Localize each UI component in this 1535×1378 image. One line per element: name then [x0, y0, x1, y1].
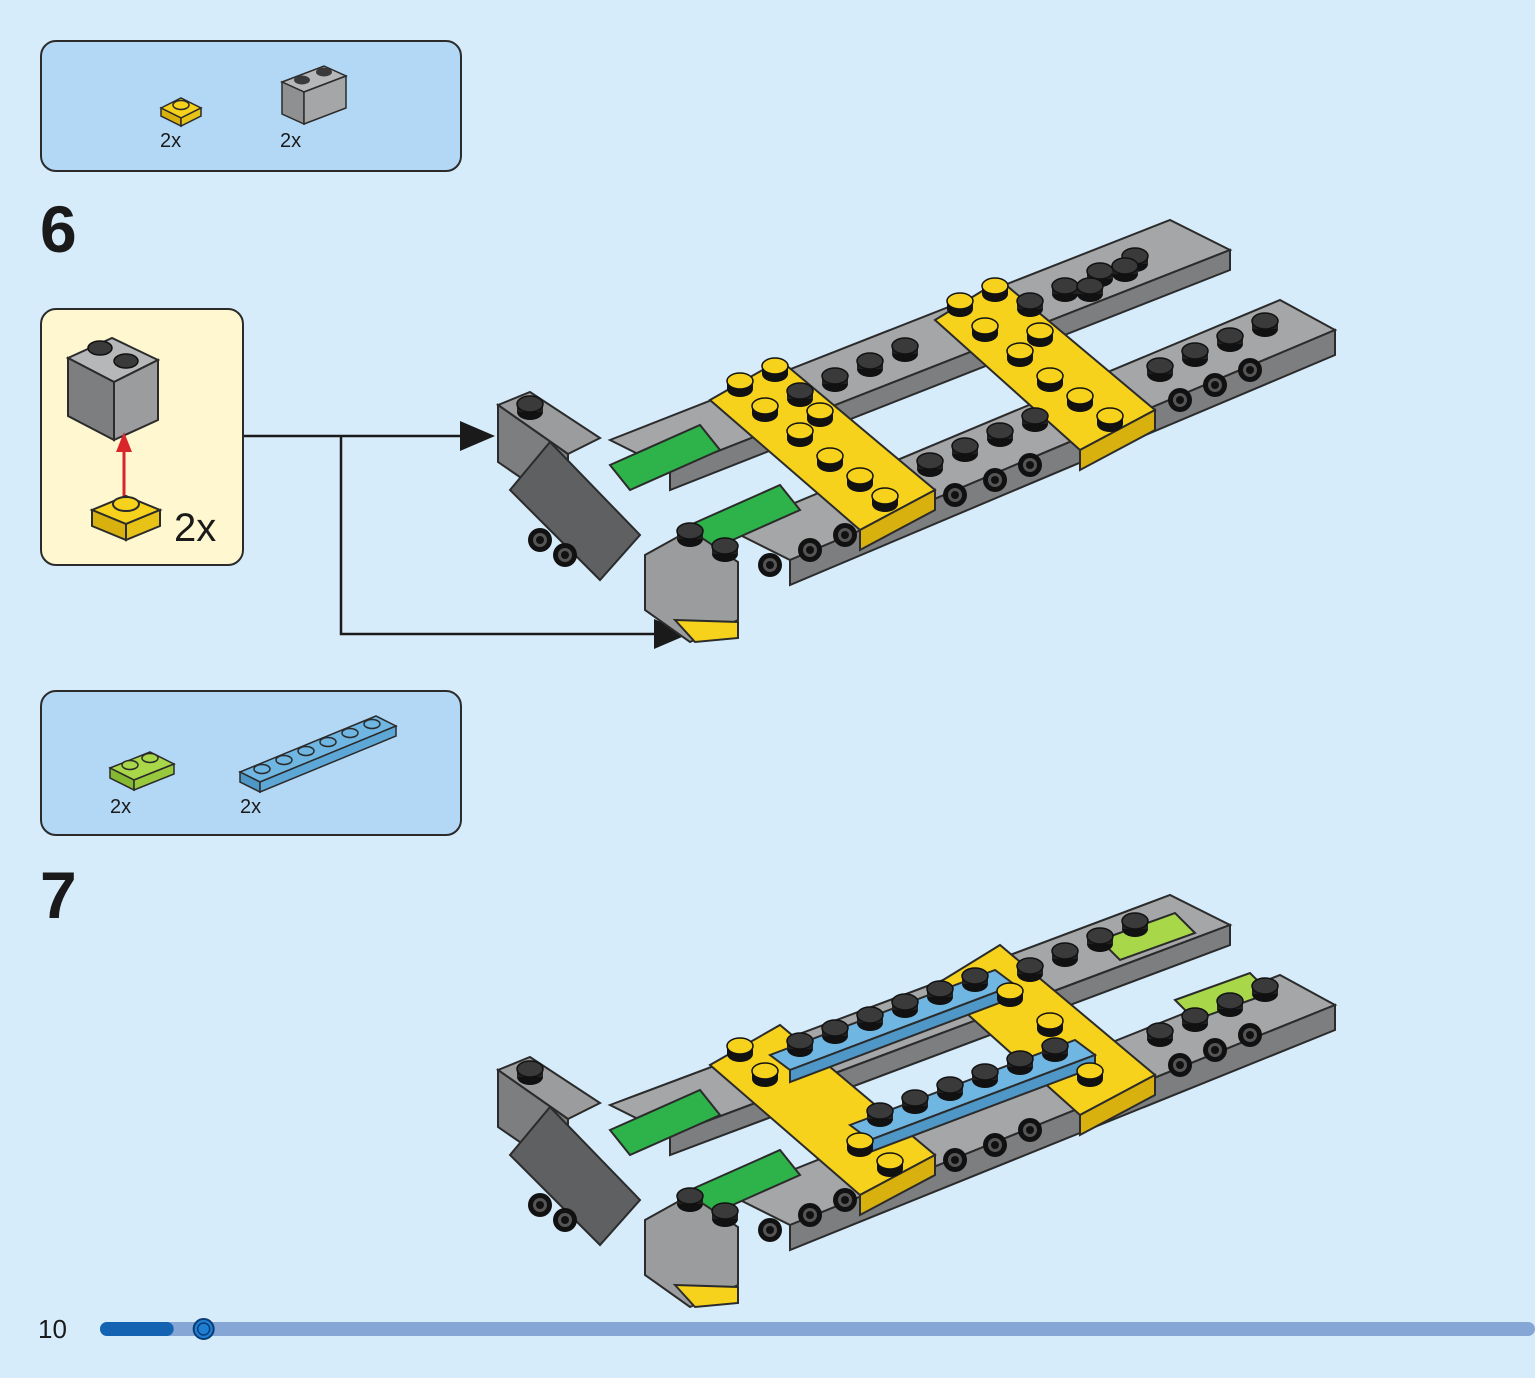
yellow-round-plate-icon	[159, 97, 203, 128]
callout-subassembly: 2x	[40, 308, 244, 566]
part-qty: 2x	[280, 130, 302, 152]
part-qty: 2x	[110, 796, 132, 818]
gray-brick-icon	[280, 65, 348, 126]
part-qty: 2x	[240, 796, 262, 818]
model-step-7	[495, 893, 1338, 1309]
lime-plate-icon	[108, 751, 176, 792]
progress-bar	[100, 1318, 1535, 1340]
step-number: 6	[40, 192, 77, 266]
step-number: 7	[40, 858, 77, 932]
parts-box-step-7: 2x 2x	[40, 690, 462, 836]
model-step-6	[495, 218, 1338, 644]
part-qty: 2x	[160, 130, 182, 152]
callout-qty: 2x	[174, 506, 217, 550]
page-number: 10	[38, 1314, 67, 1344]
blue-plate-icon	[238, 715, 398, 794]
parts-box-step-6: 2x 2x	[40, 40, 462, 172]
subassembly-diagram	[65, 336, 163, 542]
